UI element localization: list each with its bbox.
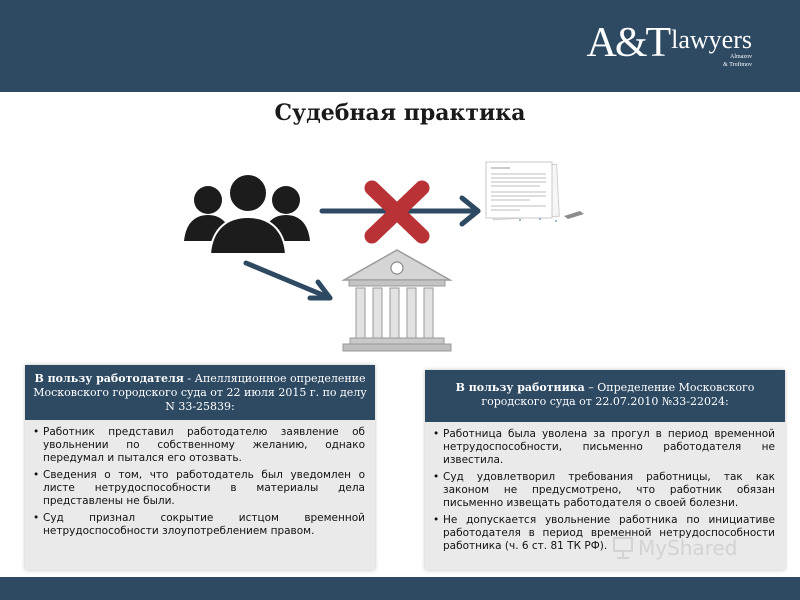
arrow-diagonal-icon [243, 260, 333, 301]
document-icon [485, 161, 584, 222]
list-item: Не допускается увольнение работника по и… [433, 514, 775, 553]
list-item: Сведения о том, что работодатель был уве… [33, 469, 365, 508]
cross-icon [364, 180, 430, 244]
courthouse-icon [341, 249, 453, 352]
employee-case-list: Работница была уволена за прогул в перио… [425, 422, 785, 553]
logo-partner-1: Almazov [730, 54, 752, 60]
employer-case-header: В пользу работодателя - Апелляционное оп… [25, 365, 375, 420]
employee-case-card: В пользу работника – Определение Московс… [425, 370, 785, 570]
employee-case-title: – Определение Московского городского суд… [481, 381, 755, 408]
list-item: Суд удовлетворил требования работницы, т… [433, 471, 775, 510]
logo-side: lawyers Almazov & Trofimov [671, 22, 752, 69]
list-item: Суд признал сокрытие истцом временной не… [33, 512, 365, 538]
employee-case-header: В пользу работника – Определение Московс… [425, 370, 785, 422]
watermark-text: MyShared [638, 536, 738, 560]
list-item: Работница была уволена за прогул в перио… [433, 428, 775, 467]
page-title: Судебная практика [274, 100, 526, 126]
company-logo[interactable]: A&T lawyers Almazov & Trofimov [586, 22, 752, 69]
people-group-icon [184, 173, 310, 255]
employer-case-list: Работник представил работодателю заявлен… [25, 420, 375, 538]
diagram [184, 161, 584, 352]
logo-mark: A&T [586, 20, 671, 66]
header-bar: A&T lawyers Almazov & Trofimov [0, 0, 800, 92]
footer-bar [0, 577, 800, 600]
employee-case-label: В пользу работника [455, 381, 585, 394]
employer-case-label: В пользу работодателя [34, 372, 184, 385]
employer-case-card: В пользу работодателя - Апелляционное оп… [25, 365, 375, 570]
presentation-board-icon [613, 537, 633, 559]
logo-word: lawyers [671, 25, 752, 54]
logo-partner-2: & Trofimov [723, 62, 752, 68]
employer-case-title: - Апелляционное определение Московского … [33, 372, 367, 413]
watermark: MyShared [612, 536, 738, 560]
list-item: Работник представил работодателю заявлен… [33, 426, 365, 465]
